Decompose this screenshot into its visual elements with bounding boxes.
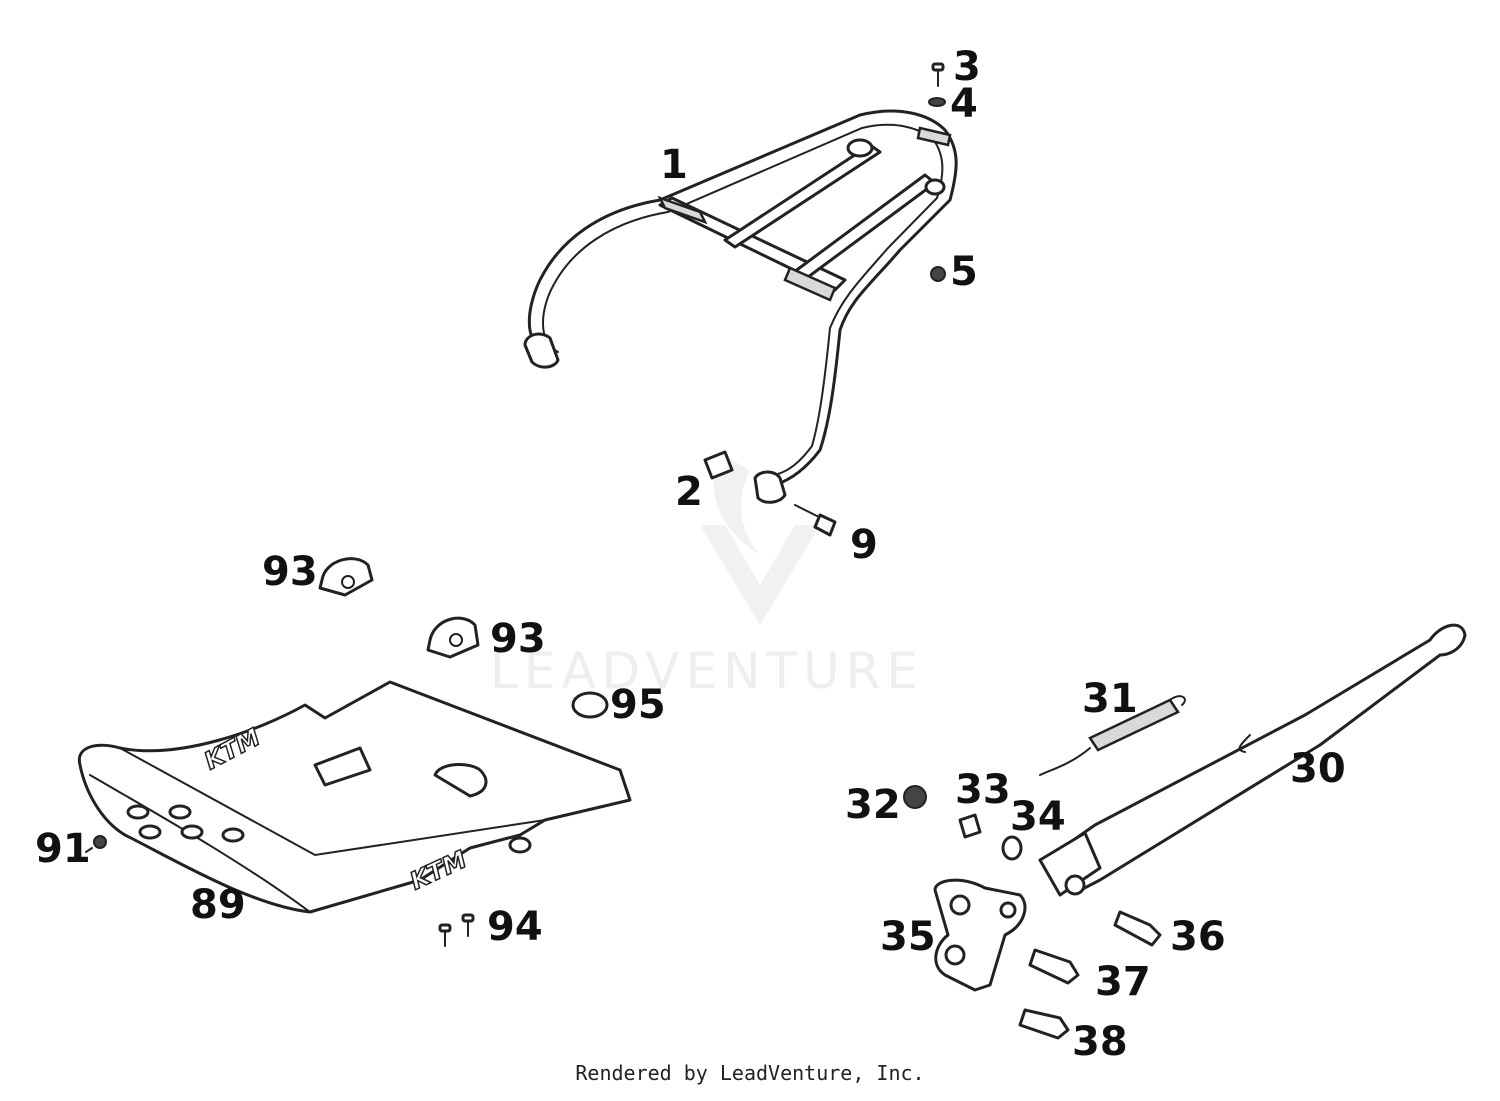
callout-37: 37 (1095, 959, 1151, 1005)
nut-part-32 (903, 785, 927, 809)
bolt-part-37 (1028, 948, 1080, 985)
spring-part-31 (1039, 695, 1186, 776)
callout-9: 9 (850, 522, 878, 568)
plug-part-95 (571, 691, 609, 719)
luggage-rack (523, 109, 958, 504)
callout-34: 34 (1010, 794, 1066, 840)
callout-32: 32 (845, 782, 901, 828)
callout-93-lower: 93 (490, 616, 546, 662)
callout-93-upper: 93 (262, 549, 318, 595)
skid-plate: KTM KTM (77, 680, 632, 914)
callout-2: 2 (675, 469, 703, 515)
callout-36: 36 (1170, 914, 1226, 960)
callout-30: 30 (1290, 746, 1346, 792)
callout-95: 95 (610, 682, 666, 728)
callout-35: 35 (880, 914, 936, 960)
mount-block-part-93-lower (426, 616, 480, 659)
footer-credit: Rendered by LeadVenture, Inc. (575, 1061, 924, 1085)
callout-38: 38 (1072, 1019, 1128, 1065)
bolt-part-38 (1018, 1008, 1070, 1040)
watermark-logo: LEADVENTURE (490, 415, 924, 700)
washer-part-34 (1001, 835, 1023, 861)
bushing-part-33 (958, 813, 982, 839)
nut-part-5 (930, 266, 946, 282)
washer-part-4 (928, 97, 946, 107)
callout-1: 1 (660, 142, 688, 188)
callout-31: 31 (1082, 676, 1138, 722)
spacer-part-2 (703, 450, 734, 480)
callout-33: 33 (955, 767, 1011, 813)
screw-part-91 (85, 835, 107, 853)
callout-89: 89 (190, 882, 246, 928)
callout-3: 3 (953, 44, 981, 90)
watermark-text: LEADVENTURE (490, 642, 924, 700)
bolt-part-9 (794, 504, 837, 537)
callout-94: 94 (487, 904, 543, 950)
callout-4: 4 (950, 81, 978, 127)
side-stand (1038, 623, 1467, 897)
screws-part-94 (438, 913, 475, 947)
bolt-part-36 (1113, 910, 1162, 947)
callout-5: 5 (950, 249, 978, 295)
bracket-part-35 (933, 878, 1027, 992)
callout-91: 91 (35, 826, 91, 872)
screw-part-3 (931, 62, 945, 87)
